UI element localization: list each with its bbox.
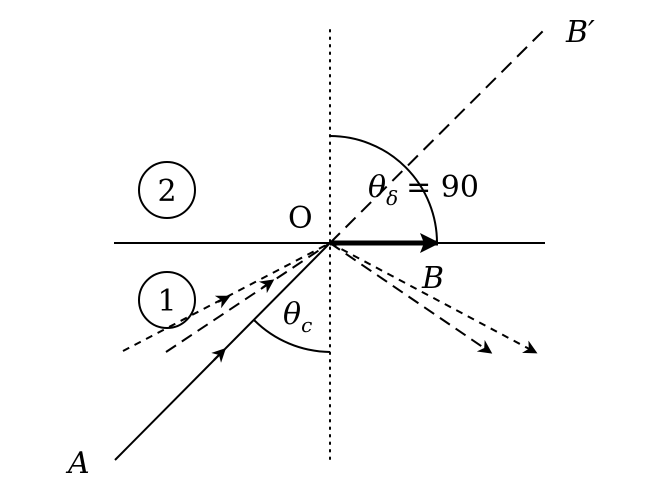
incident-ray-arrow [211,348,226,363]
medium-1-label: 1 [157,284,176,319]
medium-1-circle [138,271,196,329]
critical-angle-label: θc [283,297,312,337]
incident-ray-dashed-1 [165,242,331,353]
reflected-ray-dashed-1 [329,242,493,354]
point-b-prime-label: B′ [565,15,595,50]
point-b-label: B [421,261,444,296]
medium-2-circle [138,161,196,219]
refraction-angle-arc [329,135,438,244]
medium-2-label: 2 [157,174,176,209]
point-a-label: A [65,446,90,481]
refraction-angle-label: θδ= 90 [368,170,479,210]
ray-extension-b-prime [329,25,549,244]
incident-ray-dashed-1-arrow [258,279,275,294]
critical-angle-arc [253,319,331,353]
incident-ray-dashed-2-arrow [214,295,231,309]
origin-label: O [288,201,313,236]
reflected-ray-dashed-2 [329,242,538,354]
